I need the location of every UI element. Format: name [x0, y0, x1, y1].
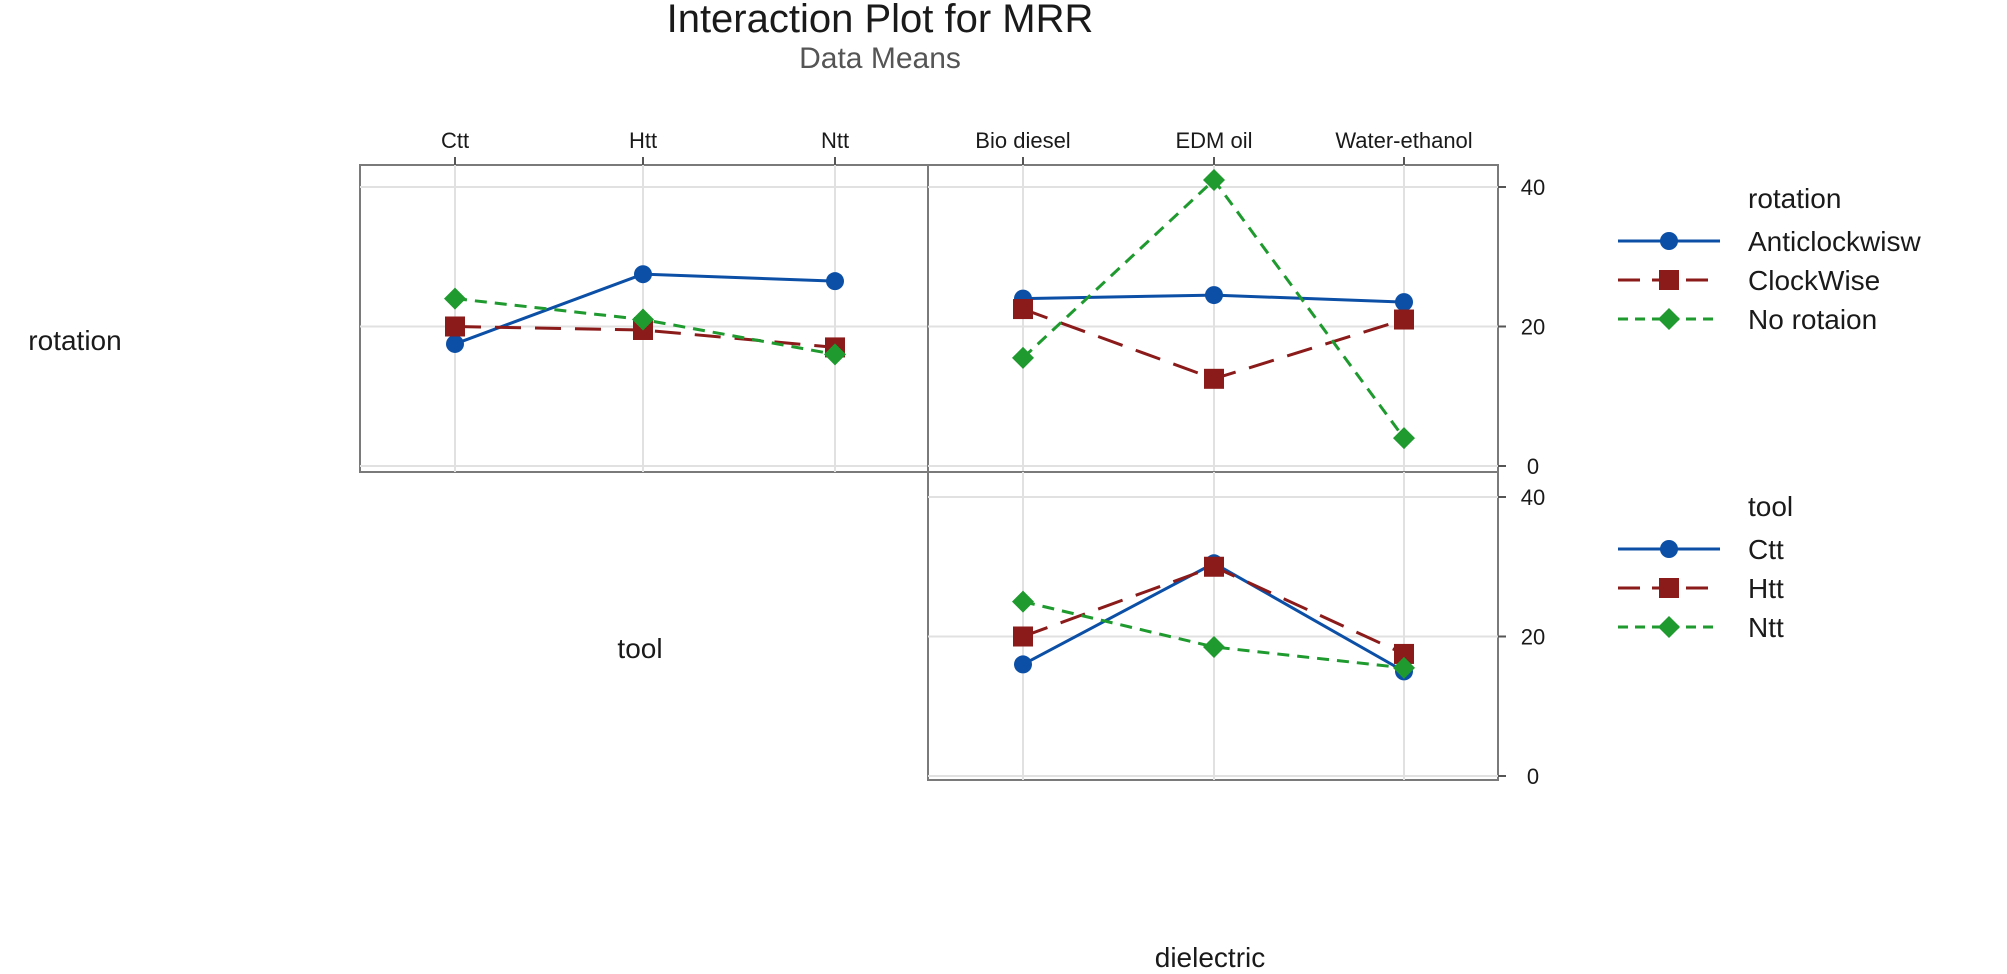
top-tick-label-edm-oil: EDM oil	[1175, 128, 1252, 153]
legend-marker-clockwise	[1659, 270, 1679, 290]
series-anticlockwisw	[446, 265, 844, 353]
data-point-clockwise-edm-oil	[1204, 368, 1224, 389]
data-point-clockwise-water-ethanol	[1394, 309, 1414, 330]
top-tick-label-ctt: Ctt	[441, 128, 469, 153]
legend-label-no-rotaion: No rotaion	[1748, 304, 1877, 335]
top-tick-label-bio-diesel: Bio diesel	[975, 128, 1070, 153]
y-tick-label-40: 40	[1521, 485, 1545, 510]
legend-label-anticlockwisw: Anticlockwisw	[1748, 226, 1921, 257]
legend-label-ntt: Ntt	[1748, 612, 1784, 643]
data-point-anticlockwisw-htt	[634, 265, 652, 284]
legend-label-htt: Htt	[1748, 573, 1784, 604]
legend-marker-ctt	[1660, 540, 1678, 558]
chart-title: Interaction Plot for MRR	[667, 0, 1094, 41]
panels-group: Ctt Htt Ntt Bio diesel EDM oil Water-ethanol 0…	[359, 128, 1545, 789]
y-tick-label-0: 0	[1527, 454, 1539, 479]
data-point-htt-water-ethanol	[1394, 643, 1414, 664]
panel-rotation-by-dielectric: Bio diesel EDM oil Water-ethanol 0 20 40	[927, 128, 1545, 479]
row-label-tool: tool	[617, 633, 662, 664]
series-line-clockwise	[454, 325, 836, 349]
data-point-no-rotaion-ntt	[824, 343, 846, 366]
y-tick-label-0: 0	[1527, 764, 1539, 789]
y-tick-label-20: 20	[1521, 315, 1545, 340]
series-htt	[1013, 556, 1414, 664]
legend-marker-anticlockwisw	[1660, 232, 1678, 250]
data-point-no-rotaion-bio-diesel	[1012, 346, 1034, 369]
data-point-ntt-bio-diesel	[1012, 590, 1034, 613]
data-point-no-rotaion-htt	[632, 308, 654, 331]
data-point-htt-edm-oil	[1204, 556, 1224, 577]
data-point-no-rotaion-ctt	[444, 287, 466, 310]
legend-marker-htt	[1659, 578, 1679, 598]
data-point-ctt-bio-diesel	[1014, 655, 1032, 674]
legend-marker-ntt	[1658, 616, 1680, 638]
data-point-ntt-water-ethanol	[1393, 656, 1415, 679]
legend-label-ctt: Ctt	[1748, 534, 1784, 565]
data-point-anticlockwisw-ctt	[446, 334, 464, 353]
panel-tool-by-dielectric: 0 20 40	[927, 471, 1545, 789]
x-axis-label: dielectric	[1155, 942, 1265, 973]
data-point-no-rotaion-edm-oil	[1203, 169, 1225, 192]
legend-title-rotation: rotation	[1748, 183, 1841, 214]
top-tick-label-water-ethanol: Water-ethanol	[1335, 128, 1472, 153]
legend-title-tool: tool	[1748, 491, 1793, 522]
chart-subtitle: Data Means	[799, 42, 961, 75]
series-no-rotaion	[1012, 169, 1415, 450]
series-no-rotaion	[444, 287, 846, 366]
series-line-ntt	[1022, 600, 1405, 670]
series-clockwise	[1013, 299, 1414, 389]
legend-marker-no-rotaion	[1658, 308, 1680, 330]
top-tick-label-ntt: Ntt	[821, 128, 849, 153]
top-tick-label-htt: Htt	[629, 128, 657, 153]
row-label-rotation: rotation	[28, 325, 121, 356]
panel-rotation-by-tool: Ctt Htt Ntt	[359, 128, 929, 473]
y-tick-label-20: 20	[1521, 625, 1545, 650]
data-point-clockwise-bio-diesel	[1013, 299, 1033, 320]
data-point-anticlockwisw-water-ethanol	[1395, 293, 1413, 312]
data-point-clockwise-ctt	[445, 316, 465, 337]
data-point-htt-bio-diesel	[1013, 626, 1033, 647]
data-point-no-rotaion-water-ethanol	[1393, 427, 1415, 450]
data-point-anticlockwisw-ntt	[826, 272, 844, 291]
data-point-anticlockwisw-edm-oil	[1205, 286, 1223, 305]
series-ntt	[1012, 590, 1415, 679]
legend-label-clockwise: ClockWise	[1748, 265, 1880, 296]
y-tick-label-40: 40	[1521, 175, 1545, 200]
data-point-ntt-edm-oil	[1203, 635, 1225, 658]
